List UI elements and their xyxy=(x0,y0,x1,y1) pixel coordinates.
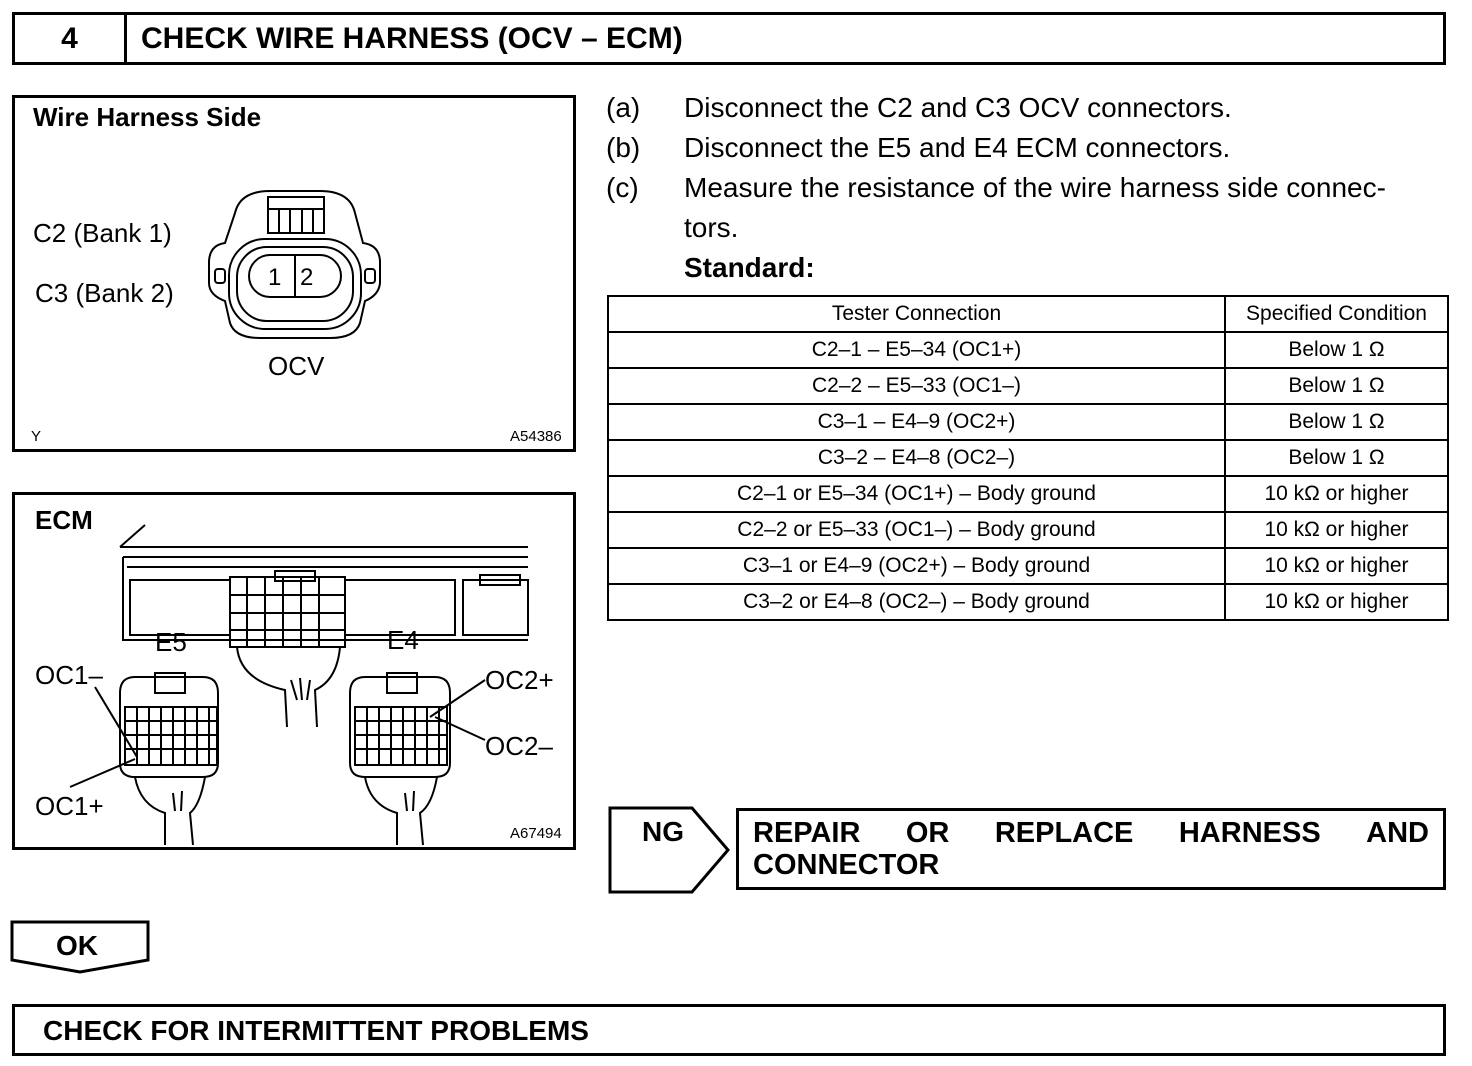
table-row: C3–1 or E4–9 (OC2+) – Body ground 10 kΩ … xyxy=(607,547,1449,585)
pin-2-label: 2 xyxy=(300,264,314,291)
cell-specified-condition: Below 1 Ω xyxy=(1224,439,1449,477)
standard-label: Standard: xyxy=(684,252,815,283)
ng-arrow-shape xyxy=(608,806,730,894)
cell-tester-connection: C2–2 – E5–33 (OC1–) xyxy=(607,367,1226,405)
figure-id: A54386 xyxy=(510,428,562,445)
figure-id: A67494 xyxy=(510,825,562,842)
table-row: C2–1 – E5–34 (OC1+) Below 1 Ω xyxy=(607,331,1449,369)
label-c2-bank1: C2 (Bank 1) xyxy=(33,218,172,248)
corner-mark: Y xyxy=(31,428,42,445)
ng-label: NG xyxy=(642,816,684,847)
procedure-text-c: Measure the resistance of the wire harne… xyxy=(684,172,1386,203)
resistance-spec-table: Tester Connection Specified Condition C2… xyxy=(607,295,1449,621)
cell-tester-connection: C2–1 – E5–34 (OC1+) xyxy=(607,331,1226,369)
ng-action-line-2: CONNECTOR xyxy=(753,849,940,881)
table-row: C3–1 – E4–9 (OC2+) Below 1 Ω xyxy=(607,403,1449,441)
cell-specified-condition: Below 1 Ω xyxy=(1224,331,1449,369)
figure-title: ECM xyxy=(35,505,93,535)
pin-oc1-minus-label: OC1– xyxy=(35,660,103,690)
cell-specified-condition: 10 kΩ or higher xyxy=(1224,475,1449,513)
procedure-text-c-continued: tors. xyxy=(684,212,739,243)
ecm-drawing xyxy=(69,524,529,846)
table-row: C3–2 or E4–8 (OC2–) – Body ground 10 kΩ … xyxy=(607,583,1449,621)
header-tester-connection: Tester Connection xyxy=(607,295,1226,333)
ng-action-line-1: REPAIR OR REPLACE HARNESS AND xyxy=(753,817,1429,850)
component-label-ocv: OCV xyxy=(268,351,325,381)
ng-word: REPAIR xyxy=(753,817,861,849)
cell-specified-condition: Below 1 Ω xyxy=(1224,403,1449,441)
cell-tester-connection: C3–2 – E4–8 (OC2–) xyxy=(607,439,1226,477)
cell-tester-connection: C3–1 – E4–9 (OC2+) xyxy=(607,403,1226,441)
procedure-text-a: Disconnect the C2 and C3 OCV connectors. xyxy=(684,92,1232,123)
table-row: C2–2 or E5–33 (OC1–) – Body ground 10 kΩ… xyxy=(607,511,1449,549)
cell-specified-condition: 10 kΩ or higher xyxy=(1224,511,1449,549)
procedure-text-b: Disconnect the E5 and E4 ECM connectors. xyxy=(684,132,1231,163)
connector-e5-label: E5 xyxy=(155,627,187,657)
label-c3-bank2: C3 (Bank 2) xyxy=(35,278,174,308)
next-step-box: CHECK FOR INTERMITTENT PROBLEMS xyxy=(12,1004,1446,1056)
ng-word: REPLACE xyxy=(994,817,1134,849)
table-row: C3–2 – E4–8 (OC2–) Below 1 Ω xyxy=(607,439,1449,477)
ng-word: HARNESS xyxy=(1178,817,1321,849)
step-title: CHECK WIRE HARNESS (OCV – ECM) xyxy=(141,21,683,55)
cell-tester-connection: C2–2 or E5–33 (OC1–) – Body ground xyxy=(607,511,1226,549)
pin-1-label: 1 xyxy=(268,264,282,291)
procedure-letter-c: (c) xyxy=(606,172,639,203)
ng-word: AND xyxy=(1366,817,1429,849)
cell-specified-condition: Below 1 Ω xyxy=(1224,367,1449,405)
ocv-connector-drawing xyxy=(208,190,381,339)
figure-ocv-connector: Wire Harness Side C2 (Bank 1) C3 (Bank 2… xyxy=(12,95,576,452)
cell-specified-condition: 10 kΩ or higher xyxy=(1224,583,1449,621)
cell-tester-connection: C3–2 or E4–8 (OC2–) – Body ground xyxy=(607,583,1226,621)
table-row: C2–2 – E5–33 (OC1–) Below 1 Ω xyxy=(607,367,1449,405)
pin-oc1-plus-label: OC1+ xyxy=(35,791,104,821)
procedure-letter-a: (a) xyxy=(606,92,641,123)
connector-e4-label: E4 xyxy=(387,625,419,655)
ok-arrow-shape xyxy=(10,920,150,974)
cell-tester-connection: C2–1 or E5–34 (OC1+) – Body ground xyxy=(607,475,1226,513)
figure-title: Wire Harness Side xyxy=(33,102,262,132)
table-header-row: Tester Connection Specified Condition xyxy=(607,295,1449,333)
header-specified-condition: Specified Condition xyxy=(1224,295,1449,333)
cell-tester-connection: C3–1 or E4–9 (OC2+) – Body ground xyxy=(607,547,1226,585)
step-header: 4 CHECK WIRE HARNESS (OCV – ECM) xyxy=(12,12,1446,65)
figure-ecm-connectors: ECM xyxy=(12,492,576,850)
step-number: 4 xyxy=(15,15,127,62)
ng-word: OR xyxy=(905,817,950,849)
pin-oc2-plus-label: OC2+ xyxy=(485,665,554,695)
ok-label: OK xyxy=(56,930,98,961)
ng-action-box: REPAIR OR REPLACE HARNESS AND CONNECTOR xyxy=(736,808,1446,890)
procedure-letter-b: (b) xyxy=(606,132,641,163)
table-row: C2–1 or E5–34 (OC1+) – Body ground 10 kΩ… xyxy=(607,475,1449,513)
cell-specified-condition: 10 kΩ or higher xyxy=(1224,547,1449,585)
next-step-text: CHECK FOR INTERMITTENT PROBLEMS xyxy=(43,1015,589,1046)
pin-oc2-minus-label: OC2– xyxy=(485,731,553,761)
